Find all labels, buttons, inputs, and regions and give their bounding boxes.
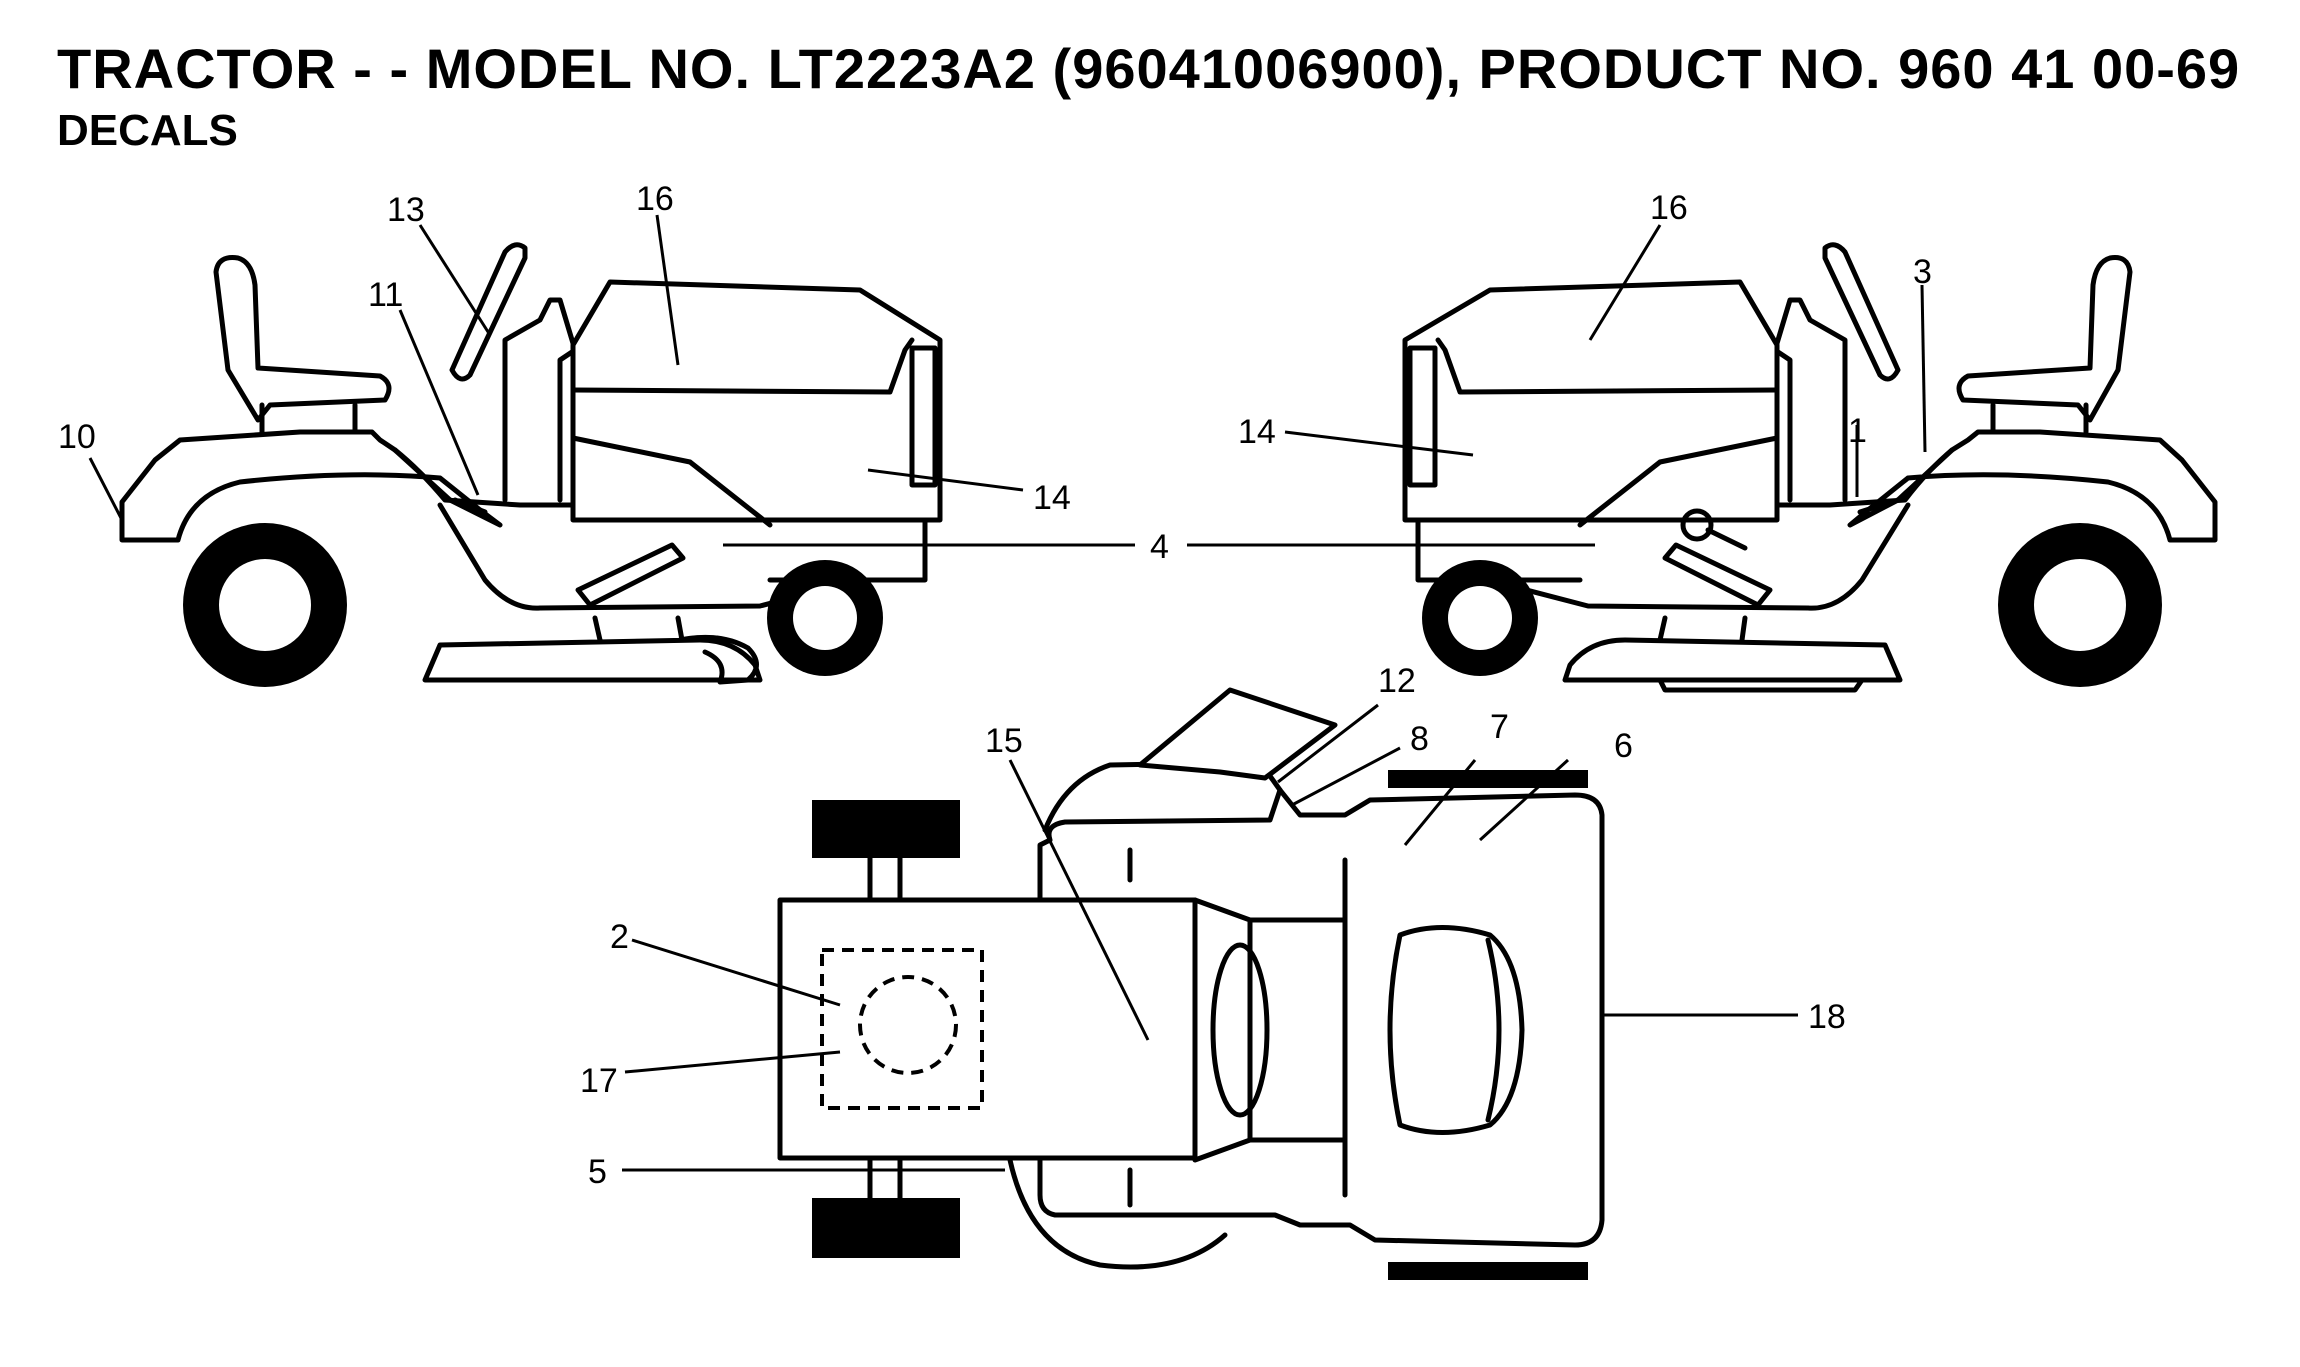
right-rear-fender [1847,429,2218,543]
callout-6: 6 [1614,727,1633,765]
left-front-hub [793,586,857,650]
callout-3: 3 [1913,253,1932,291]
left-hood-stripe [570,337,915,528]
callout-labels: 1 2 3 4 5 6 7 8 10 11 12 13 14 14 15 16 … [58,180,1932,1191]
top-hood [777,897,1198,1161]
callout-2: 2 [610,918,629,956]
right-lift-knob [1680,508,1714,542]
leader-10 [88,457,124,521]
left-hood [570,279,943,523]
callout-15: 15 [985,722,1023,760]
top-decal-panel-outline [820,948,984,1110]
left-mower-deck [422,615,763,683]
top-rear-wheel-lower [812,1198,960,1258]
callout-11: 11 [368,276,403,314]
callout-10: 10 [58,418,96,456]
top-rear-wheel-upper [812,800,960,858]
top-view [777,687,1605,1280]
left-body-lower [437,502,863,611]
callout-12: 12 [1378,662,1416,700]
leader-6 [1478,758,1570,842]
callout-7: 7 [1490,708,1509,746]
top-rear-axle [867,855,903,1201]
callout-17: 17 [580,1062,618,1100]
leader-7 [1403,759,1477,846]
leader-11 [398,309,480,496]
leader-lines [88,214,1927,1172]
callout-16b: 16 [1650,189,1688,227]
leader-14a [867,468,1024,492]
callout-18: 18 [1808,998,1846,1036]
left-grille [909,345,938,488]
leader-14b [1284,430,1474,457]
top-front-wheel-upper [1388,770,1588,788]
left-pedal [575,542,686,608]
left-side-view [119,242,943,687]
top-front-wheel-lower [1388,1262,1588,1280]
callout-13: 13 [387,191,425,229]
top-mower-deck [1007,759,1283,1270]
right-side-view [1402,242,2218,693]
leader-16b [1588,224,1662,341]
right-mower-deck [1562,615,1903,683]
callout-16a: 16 [636,180,674,218]
leader-15 [1008,759,1150,1041]
right-deck-chute [1657,677,1865,693]
page-title: TRACTOR - - MODEL NO. LT2223A2 (96041006… [57,37,2241,100]
leader-17 [624,1050,841,1074]
right-seat [1956,255,2133,423]
leader-16a [655,214,680,366]
right-hood [1402,279,1780,523]
top-seat [1387,925,1525,1135]
right-grille [1407,345,1438,488]
top-steering-housing [1192,897,1348,1163]
right-steering-column [1772,297,1848,503]
callout-4: 4 [1150,528,1169,566]
left-steering-wheel [449,242,528,382]
leader-13 [418,224,492,336]
callout-14b: 14 [1238,413,1276,451]
right-seat-post [1990,402,2089,435]
right-steering-wheel [1822,242,1901,382]
leader-8 [1291,746,1401,807]
right-rear-hub [2034,559,2126,651]
callout-5: 5 [588,1153,607,1191]
top-discharge-chute [1137,687,1338,781]
leader-12 [1277,703,1379,784]
right-front-hub [1448,586,1512,650]
right-pedal [1662,542,1773,608]
right-body-lower [1485,502,1911,611]
top-seat-back [1485,937,1502,1123]
callout-1: 1 [1848,412,1867,450]
left-rear-hub [219,559,311,651]
top-steering-wheel [1210,942,1270,1118]
callout-14a: 14 [1033,479,1071,517]
page-subtitle: DECALS [57,106,238,155]
left-deck-chute [677,634,759,685]
leader-2 [631,938,841,1007]
top-decal-circle-outline [858,975,958,1075]
left-steering-column [502,297,578,503]
right-hood-stripe [1435,337,1780,528]
left-seat-post [259,402,358,435]
right-lift-lever [1705,527,1748,551]
callout-8: 8 [1410,720,1429,758]
leader-3 [1920,284,1927,453]
left-rear-fender [119,429,503,543]
left-seat [213,255,392,423]
